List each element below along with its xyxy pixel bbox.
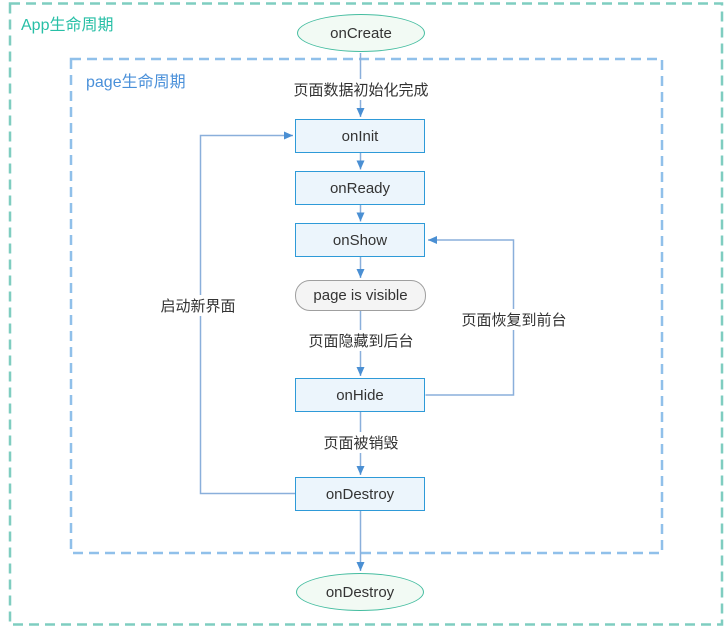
node-page-is-visible: page is visible <box>295 280 426 311</box>
edge-label-page-destroyed: 页面被销毁 <box>320 432 402 453</box>
node-onready: onReady <box>295 171 425 205</box>
node-onshow: onShow <box>295 223 425 257</box>
node-onhide: onHide <box>295 378 425 412</box>
page-lifecycle-border <box>69 57 664 555</box>
edge-label-init-done: 页面数据初始化完成 <box>290 79 432 100</box>
edge-label-hide-to-background: 页面隐藏到后台 <box>305 330 417 351</box>
node-ondestroy-end: onDestroy <box>296 573 424 611</box>
app-lifecycle-label: App生命周期 <box>19 11 116 35</box>
node-oncreate: onCreate <box>297 14 425 52</box>
node-ondestroy: onDestroy <box>295 477 425 511</box>
app-lifecycle-border <box>8 2 724 626</box>
node-oninit: onInit <box>295 119 425 153</box>
edge-label-launch-new-view: 启动新界面 <box>157 295 239 316</box>
page-lifecycle-label: page生命周期 <box>84 68 188 92</box>
edge-label-restore-foreground: 页面恢复到前台 <box>458 309 570 330</box>
